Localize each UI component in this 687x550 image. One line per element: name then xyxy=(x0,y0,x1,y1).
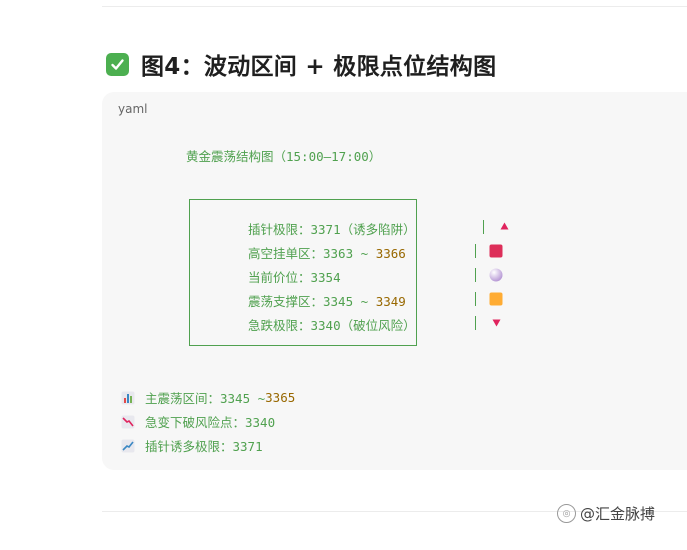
watermark: ◎ @汇金脉搏 xyxy=(557,503,655,524)
watermark-logo-icon: ◎ xyxy=(557,504,576,523)
legend-breakdown-risk: 急变下破风险点：3340 xyxy=(121,412,275,431)
code-block[interactable]: yaml 黄金震荡结构图（15:00–17:00） 插针极限：3371（诱多陷阱… xyxy=(102,92,687,470)
bottom-divider xyxy=(102,511,687,512)
diagram-row-spike-high: 插针极限：3371（诱多陷阱） xyxy=(248,222,416,237)
row-bar xyxy=(475,292,476,306)
watermark-text: @汇金脉搏 xyxy=(580,505,656,523)
red-down-triangle-icon xyxy=(492,319,501,327)
check-mark-button-icon xyxy=(106,52,129,76)
chart-decreasing-icon xyxy=(121,415,135,428)
diagram-title: 黄金震荡结构图（15:00–17:00） xyxy=(186,149,382,164)
diagram-row-support-zone: 震荡支撑区：3345 ~ 3349 xyxy=(248,294,406,309)
orange-square-icon xyxy=(489,292,503,306)
diagram-row-drop-low: 急跌极限：3340（破位风险） xyxy=(248,318,416,333)
red-up-triangle-icon xyxy=(500,222,509,230)
legend-main-range: 主震荡区间：3345 ~ 3365 xyxy=(121,388,295,407)
bar-chart-icon xyxy=(121,391,135,404)
section-heading: 图4：波动区间 + 极限点位结构图 xyxy=(106,48,496,80)
row-bar xyxy=(475,268,476,282)
row-bar xyxy=(475,244,476,258)
heading-title: 图4：波动区间 + 极限点位结构图 xyxy=(141,54,497,80)
purple-circle-icon xyxy=(489,268,503,282)
top-divider xyxy=(102,6,687,7)
row-bar xyxy=(475,316,476,330)
chart-increasing-icon xyxy=(121,439,135,452)
diagram-box xyxy=(189,199,417,346)
code-language-label: yaml xyxy=(118,102,148,116)
legend-spike-limit: 插针诱多极限：3371 xyxy=(121,436,263,455)
red-square-icon xyxy=(489,244,503,258)
diagram-row-current-price: 当前价位：3354 xyxy=(248,270,341,285)
row-bar xyxy=(483,220,484,234)
diagram-row-short-zone: 高空挂单区：3363 ~ 3366 xyxy=(248,246,406,261)
